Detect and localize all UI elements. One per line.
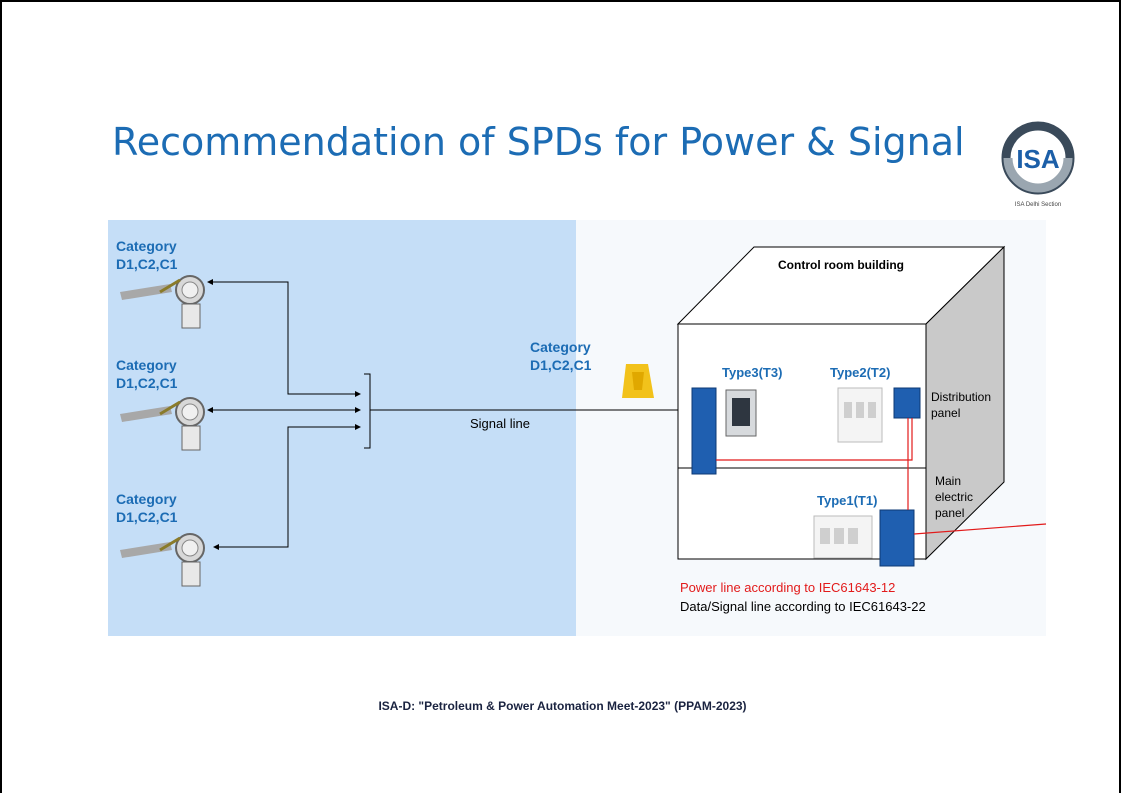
category-label-barrier: Category D1,C2,C1 bbox=[530, 338, 591, 374]
type2-spd bbox=[893, 387, 921, 419]
logo-caption: ISA Delhi Section bbox=[1015, 202, 1061, 208]
legend-signal-line: Data/Signal line according to IEC61643-2… bbox=[680, 599, 926, 614]
category-codes: D1,C2,C1 bbox=[530, 357, 592, 373]
category-title: Category bbox=[530, 339, 591, 355]
type2-label: Type2(T2) bbox=[830, 365, 891, 380]
type1-label: Type1(T1) bbox=[817, 493, 878, 508]
type2-device-image bbox=[837, 387, 883, 443]
signal-wiring bbox=[207, 279, 692, 550]
category-codes: D1,C2,C1 bbox=[116, 509, 178, 525]
field-instrument-3 bbox=[120, 533, 205, 587]
main-panel-label: Main electric panel bbox=[935, 474, 974, 520]
type1-device-image bbox=[813, 515, 873, 559]
field-instrument-1 bbox=[120, 275, 205, 329]
field-instrument-2 bbox=[120, 397, 205, 451]
type3-label: Type3(T3) bbox=[722, 365, 783, 380]
category-codes: D1,C2,C1 bbox=[116, 256, 178, 272]
power-lines bbox=[716, 418, 1047, 535]
category-title: Category bbox=[116, 238, 177, 254]
category-label-2: Category D1,C2,C1 bbox=[116, 356, 177, 392]
isa-logo: ISA ISA Delhi Section bbox=[1001, 121, 1075, 208]
slide-footer: ISA-D: "Petroleum & Power Automation Mee… bbox=[378, 699, 747, 713]
type3-device-image bbox=[725, 389, 757, 437]
logo-text: ISA bbox=[1016, 144, 1060, 174]
category-label-1: Category D1,C2,C1 bbox=[116, 237, 177, 273]
building-label: Control room building bbox=[778, 258, 904, 272]
category-codes: D1,C2,C1 bbox=[116, 375, 178, 391]
control-room-building bbox=[676, 245, 1006, 561]
category-title: Category bbox=[116, 491, 177, 507]
type1-spd bbox=[879, 509, 915, 567]
type3-spd bbox=[691, 387, 717, 475]
distribution-panel-label: Distribution panel bbox=[931, 390, 992, 420]
signal-line-label: Signal line bbox=[470, 416, 530, 431]
category-title: Category bbox=[116, 357, 177, 373]
slide-title: Recommendation of SPDs for Power & Signa… bbox=[112, 120, 965, 164]
legend-power-line: Power line according to IEC61643-12 bbox=[680, 580, 896, 595]
category-label-3: Category D1,C2,C1 bbox=[116, 490, 177, 526]
barrier-spd-icon bbox=[622, 364, 654, 398]
